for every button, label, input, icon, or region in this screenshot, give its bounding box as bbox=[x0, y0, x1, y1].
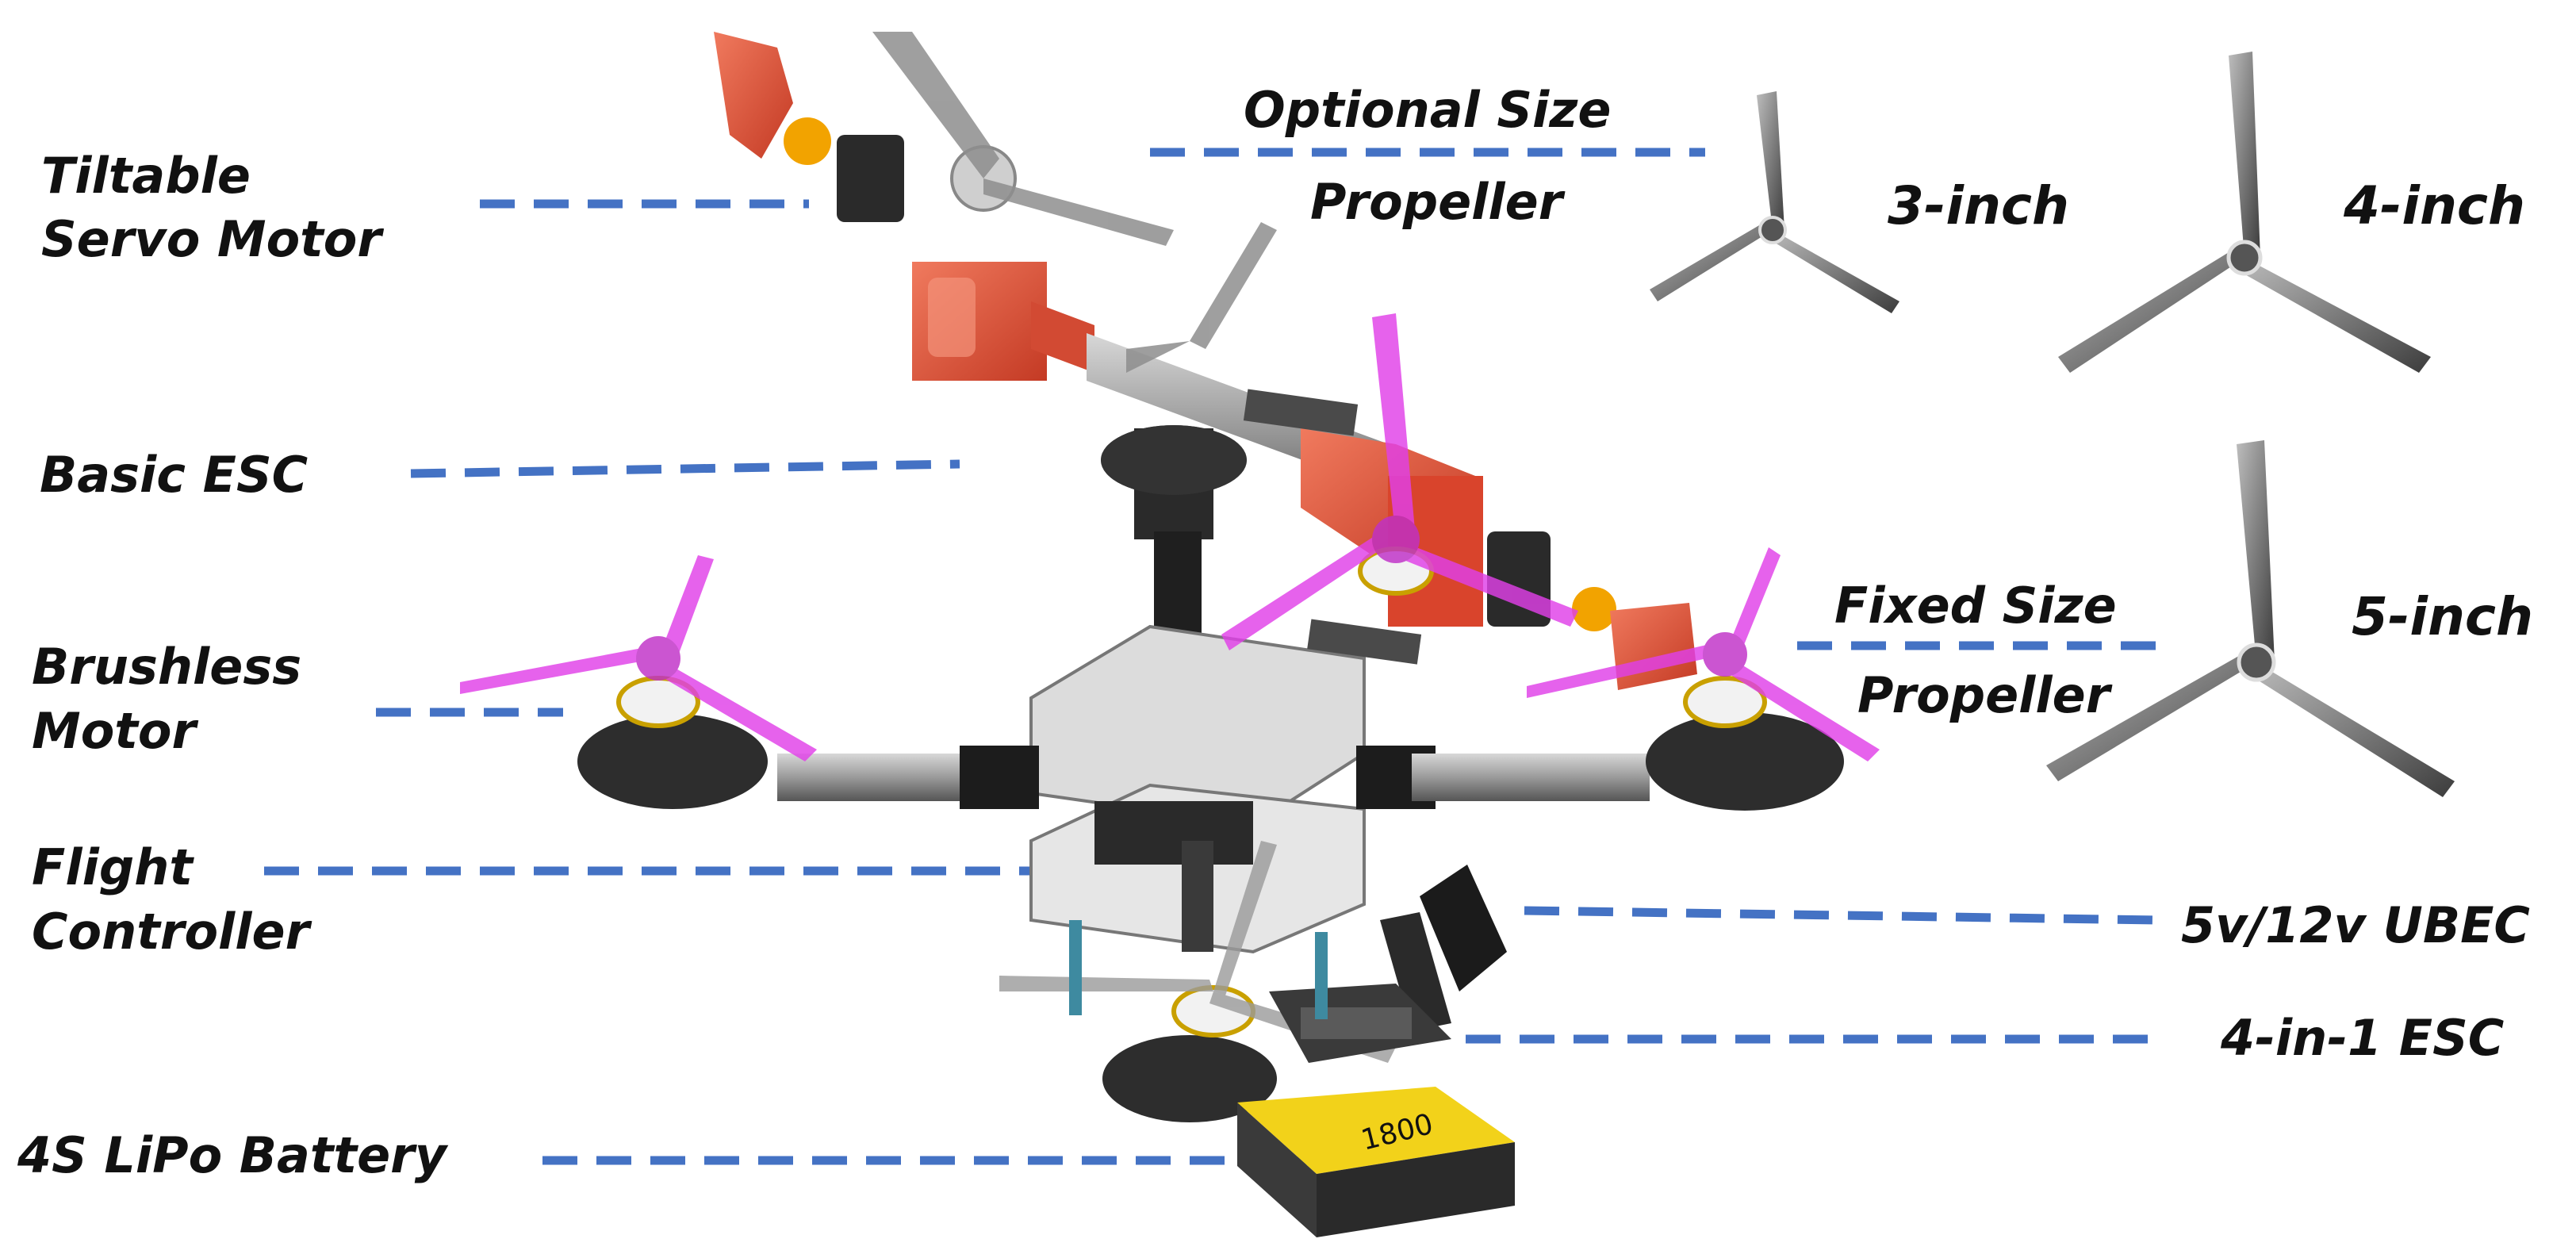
basic-esc-leader-line bbox=[410, 459, 960, 478]
bottom-motor-pad bbox=[1102, 1035, 1277, 1122]
tilt-arm-assembly bbox=[714, 32, 1697, 690]
basic-esc-board-2 bbox=[1307, 619, 1422, 665]
pink-propellers bbox=[460, 313, 1880, 761]
label-controller: Controller bbox=[32, 903, 312, 961]
leader-lines bbox=[264, 148, 2165, 1165]
label-optional-size: Optional Size bbox=[1244, 81, 1611, 139]
propeller-4-inch bbox=[2058, 52, 2431, 373]
label-fixed-propeller: Propeller bbox=[1857, 666, 2113, 724]
left-pink-propeller bbox=[460, 555, 817, 761]
propeller-5-inch bbox=[2046, 440, 2455, 797]
reference-propellers bbox=[1650, 52, 2455, 797]
label-5-inch: 5-inch bbox=[2352, 586, 2533, 647]
side-arms bbox=[777, 746, 1650, 809]
ubec-board bbox=[1380, 865, 1507, 1031]
ubec-leader-line bbox=[1524, 906, 2158, 925]
lipo-battery: 1800 bbox=[1237, 1087, 1515, 1237]
motor-pads bbox=[577, 425, 1844, 1122]
label-servo-motor: Servo Motor bbox=[41, 210, 384, 268]
left-motor-pad bbox=[577, 714, 768, 809]
drone-illustration: 1800 bbox=[460, 32, 1880, 1237]
label-four-in-one-esc: 4-in-1 ESC bbox=[2220, 1009, 2504, 1067]
label-lipo-battery: 4S LiPo Battery bbox=[17, 1126, 449, 1184]
right-pink-propeller bbox=[1527, 547, 1880, 761]
tilt-pink-propeller bbox=[1221, 313, 1578, 650]
label-ubec: 5v/12v UBEC bbox=[2181, 896, 2530, 954]
label-motor: Motor bbox=[32, 702, 199, 760]
label-optional-propeller: Propeller bbox=[1310, 173, 1566, 231]
tilt-arm-gray-propellers bbox=[872, 32, 1277, 373]
label-flight: Flight bbox=[32, 838, 194, 896]
propeller-3-inch bbox=[1650, 91, 1899, 313]
frame-plates bbox=[1029, 389, 1422, 954]
label-3-inch: 3-inch bbox=[1888, 175, 2069, 236]
label-basic-esc: Basic ESC bbox=[40, 446, 308, 504]
basic-esc-board-1 bbox=[1243, 389, 1359, 436]
label-4-inch: 4-inch bbox=[2343, 175, 2525, 236]
label-tiltable: Tiltable bbox=[41, 147, 251, 205]
component-labels: Tiltable Servo Motor Basic ESC Brushless… bbox=[17, 81, 2533, 1184]
label-brushless: Brushless bbox=[32, 638, 301, 696]
standoffs bbox=[1069, 920, 1328, 1019]
right-motor-pad bbox=[1646, 712, 1844, 811]
label-fixed-size: Fixed Size bbox=[1834, 577, 2117, 635]
